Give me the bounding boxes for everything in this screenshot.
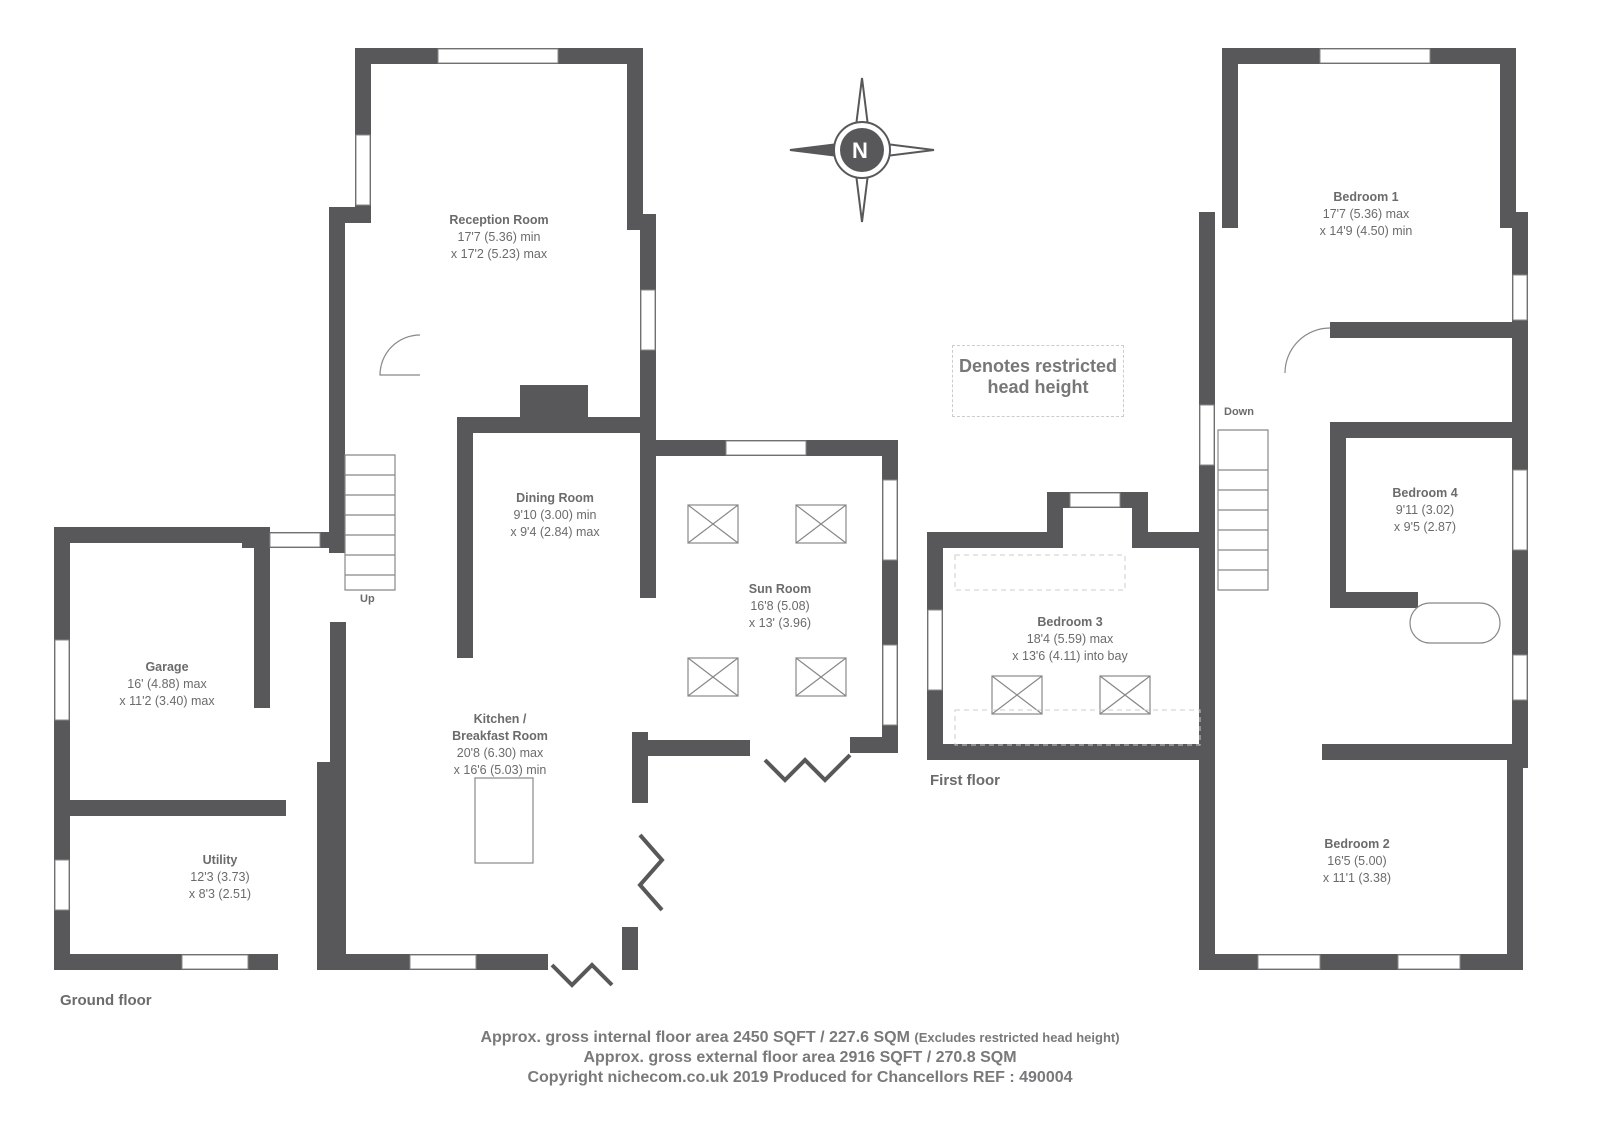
skylight [687,504,739,544]
skylight [1099,675,1151,715]
window [882,644,898,726]
restricted-head-height-area [954,709,1201,746]
bifold-door [637,833,665,912]
window [1397,954,1461,970]
chimney [520,385,588,425]
skylight [795,657,847,697]
window [1512,274,1528,321]
skylight [687,657,739,697]
compass-icon [789,77,935,223]
window [1199,404,1215,466]
window [54,639,70,721]
window [882,479,898,561]
window [355,134,371,206]
restricted-head-height-area [954,554,1126,591]
bifold-door [550,962,614,988]
window [269,532,321,548]
window [181,954,249,970]
first-floor-label: First floor [930,772,1000,789]
stairs-down-label: Down [1224,406,1254,418]
window [1512,654,1528,701]
staircase-ground [344,454,396,591]
window [1069,492,1121,508]
wall-bedroom2 [1199,744,1523,970]
kitchen-island [474,777,534,864]
skylight [991,675,1043,715]
skylight [795,504,847,544]
bath [1409,602,1501,644]
stairs-up-label: Up [360,593,375,605]
window [927,609,943,691]
window [54,859,70,911]
wall-bedroom1 [1222,48,1528,428]
window [409,954,477,970]
wall-bedroom4 [1330,422,1528,768]
window [640,289,656,351]
wall-reception [355,48,656,448]
footer-external-area: Approx. gross external floor area 2916 S… [583,1049,1017,1066]
bifold-door [763,753,852,783]
window [725,440,807,456]
compass-north-label: N [852,138,868,163]
ground-floor-label: Ground floor [60,992,152,1009]
footer-internal-area: Approx. gross internal floor area 2450 S… [480,1029,1120,1046]
wall-hall [329,207,371,553]
footer-copyright: Copyright nichecom.co.uk 2019 Produced f… [527,1069,1073,1086]
window [1512,469,1528,551]
window [437,48,559,64]
wall-sunroom-low [632,732,750,803]
wall-kitchen [330,622,548,970]
staircase-first [1217,429,1269,591]
door-swing [1284,327,1331,374]
window [1257,954,1321,970]
window [1319,48,1431,64]
door-swing [379,334,421,376]
